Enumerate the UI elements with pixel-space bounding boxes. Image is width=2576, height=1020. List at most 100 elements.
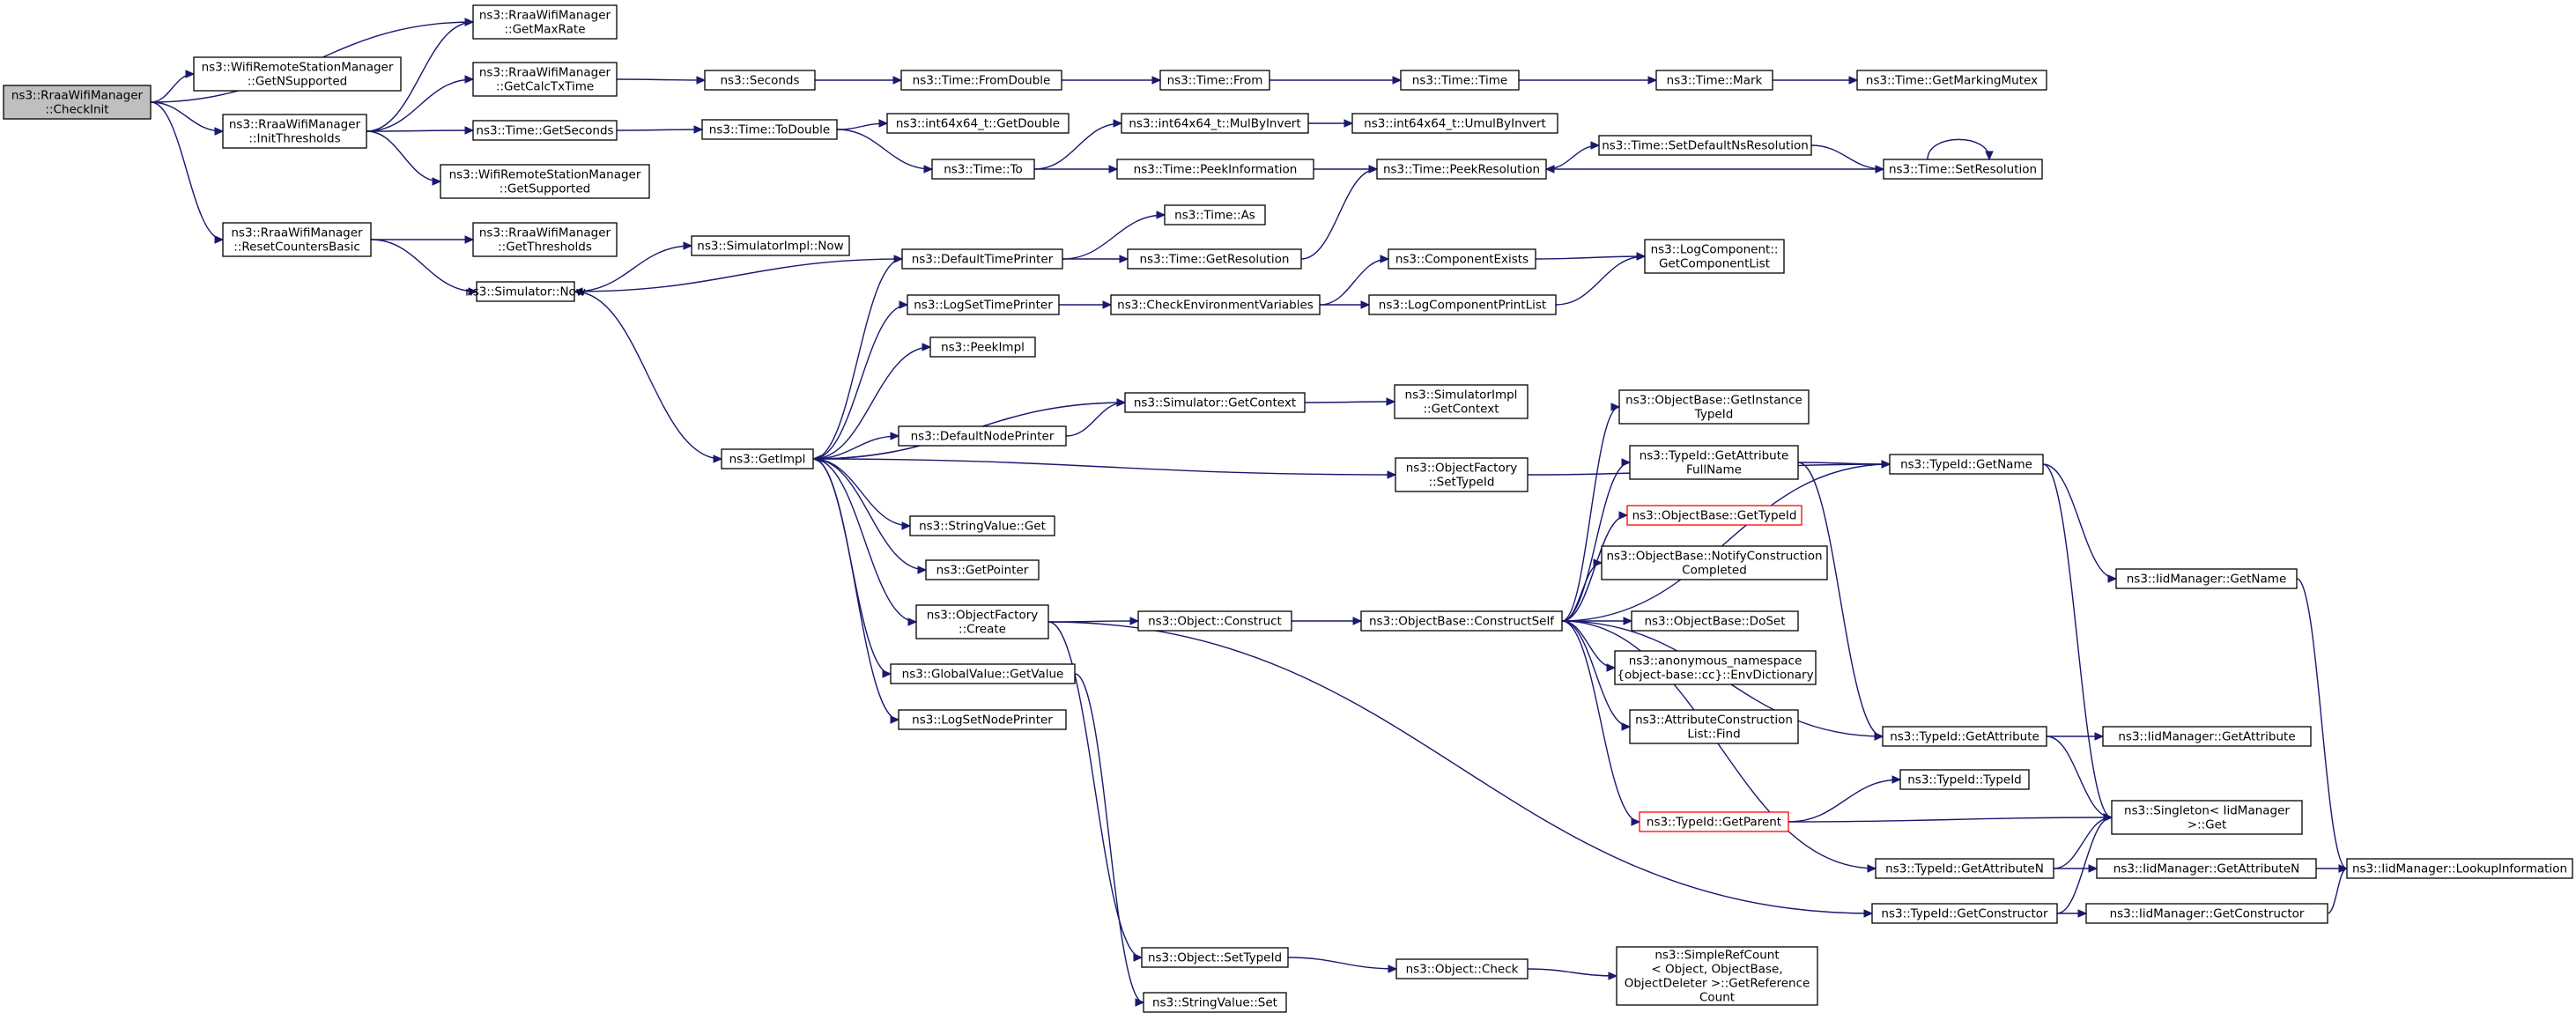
node-doset[interactable]: ns3::ObjectBase::DoSet — [1631, 610, 1799, 632]
node-defaultnodeprinter[interactable]: ns3::DefaultNodePrinter — [898, 425, 1067, 447]
node-notifyconstruction[interactable]: ns3::ObjectBase::NotifyConstructionCompl… — [1601, 545, 1828, 580]
node-getcomponentlist[interactable]: ns3::LogComponent::GetComponentList — [1644, 239, 1785, 274]
node-typeidgetattributen[interactable]: ns3::TypeId::GetAttributeN — [1875, 858, 2054, 879]
node-typeidgetconstructor[interactable]: ns3::TypeId::GetConstructor — [1871, 903, 2058, 924]
node-getsupported[interactable]: ns3::WifiRemoteStationManager::GetSuppor… — [440, 164, 650, 199]
node-box — [2102, 726, 2312, 747]
node-peekinformation[interactable]: ns3::Time::PeekInformation — [1116, 159, 1314, 180]
node-getpointer[interactable]: ns3::GetPointer — [925, 559, 1040, 580]
node-getimpl[interactable]: ns3::GetImpl — [721, 448, 814, 469]
node-objbasegettypeid[interactable]: ns3::ObjectBase::GetTypeId — [1626, 505, 1802, 526]
node-timefrom[interactable]: ns3::Time::From — [1159, 70, 1270, 91]
node-logcomponentprintlist[interactable]: ns3::LogComponentPrintList — [1368, 294, 1557, 315]
node-getmarkingmutex[interactable]: ns3::Time::GetMarkingMutex — [1856, 70, 2047, 91]
edge-objectcheck-simplerefcount — [1527, 968, 1618, 980]
node-setresolution[interactable]: ns3::Time::SetResolution — [1883, 159, 2043, 180]
node-timetime[interactable]: ns3::Time::Time — [1400, 70, 1520, 91]
node-timemark[interactable]: ns3::Time::Mark — [1655, 70, 1773, 91]
node-simimplnow[interactable]: ns3::SimulatorImpl::Now — [691, 235, 850, 256]
node-stringvalueget[interactable]: ns3::StringValue::Get — [909, 515, 1055, 536]
node-objfactorycreate[interactable]: ns3::ObjectFactory::Create — [915, 604, 1049, 639]
edge-checkinit-resetcounters — [150, 101, 225, 244]
node-label: ns3::ObjectFactory — [927, 609, 1039, 623]
edge-arrowhead — [1647, 76, 1658, 85]
edge-arrowhead — [811, 455, 822, 463]
node-todouble[interactable]: ns3::Time::ToDouble — [701, 119, 838, 140]
node-iidgetname[interactable]: ns3::IidManager::GetName — [2115, 568, 2298, 589]
node-objectconstruct[interactable]: ns3::Object::Construct — [1137, 610, 1292, 632]
node-box — [472, 222, 618, 257]
edge-arrowhead — [917, 565, 928, 574]
node-logsettimeprinter[interactable]: ns3::LogSetTimePrinter — [907, 294, 1060, 315]
node-objectcheck[interactable]: ns3::Object::Check — [1395, 958, 1529, 979]
node-typeidtypeid[interactable]: ns3::TypeId::TypeId — [1899, 769, 2030, 790]
node-objfactorysettypeid[interactable]: ns3::ObjectFactory::SetTypeId — [1395, 457, 1529, 492]
node-typeidgetparent[interactable]: ns3::TypeId::GetParent — [1639, 811, 1789, 832]
node-stringvalueset[interactable]: ns3::StringValue::Set — [1143, 992, 1287, 1013]
node-iidlookupinformation[interactable]: ns3::IidManager::LookupInformation — [2346, 858, 2573, 879]
node-defaulttimeprinter[interactable]: ns3::DefaultTimePrinter — [901, 248, 1063, 270]
edge-line — [150, 101, 224, 132]
node-peekresolution[interactable]: ns3::Time::PeekResolution — [1376, 159, 1547, 180]
node-timeas[interactable]: ns3::Time::As — [1164, 204, 1266, 225]
edge-line — [1555, 255, 1646, 306]
node-setdefaultnsres[interactable]: ns3::Time::SetDefaultNsResolution — [1598, 135, 1812, 156]
node-initthresholds[interactable]: ns3::RraaWifiManager::InitThresholds — [222, 114, 367, 149]
node-int64getdouble[interactable]: ns3::int64x64_t::GetDouble — [886, 113, 1070, 134]
node-layer: ns3::RraaWifiManager::CheckInitns3::Rraa… — [3, 4, 2573, 1013]
node-iidgetattribute[interactable]: ns3::IidManager::GetAttribute — [2102, 726, 2312, 747]
node-envdictionary[interactable]: ns3::anonymous_namespace{object-base::cc… — [1614, 650, 1817, 685]
node-resetcounters[interactable]: ns3::RraaWifiManager::ResetCountersBasic — [222, 222, 372, 257]
node-box — [1395, 958, 1529, 979]
node-umulbyinvert[interactable]: ns3::int64x64_t::UmulByInvert — [1351, 113, 1558, 134]
node-singletonget[interactable]: ns3::Singleton< IidManager>::Get — [2111, 800, 2303, 835]
node-box — [1875, 858, 2054, 879]
node-timegetresolution[interactable]: ns3::Time::GetResolution — [1127, 248, 1302, 270]
edge-getimpl-objfactorysettypeid — [812, 458, 1397, 479]
node-iidgetconstructor[interactable]: ns3::IidManager::GetConstructor — [2085, 903, 2328, 924]
node-box — [2115, 568, 2298, 589]
node-getthresholds[interactable]: ns3::RraaWifiManager::GetThresholds — [472, 222, 618, 257]
node-constructself[interactable]: ns3::ObjectBase::ConstructSelf — [1360, 610, 1563, 632]
node-label: ns3::Object::SetTypeId — [1148, 951, 1282, 965]
node-componentexists[interactable]: ns3::ComponentExists — [1388, 248, 1536, 270]
node-getseconds[interactable]: ns3::Time::GetSeconds — [472, 120, 618, 141]
node-globalvaluegetvalue[interactable]: ns3::GlobalValue::GetValue — [890, 663, 1076, 684]
node-typeidgetname[interactable]: ns3::TypeId::GetName — [1889, 454, 2044, 475]
node-checkinit[interactable]: ns3::RraaWifiManager::CheckInit — [3, 85, 152, 120]
node-simplerefcount[interactable]: ns3::SimpleRefCount< Object, ObjectBase,… — [1616, 946, 1818, 1006]
node-fromdouble[interactable]: ns3::Time::FromDouble — [900, 70, 1062, 91]
node-peekimpl[interactable]: ns3::PeekImpl — [929, 336, 1036, 358]
edge-arrowhead — [696, 76, 707, 85]
node-checkenvvars[interactable]: ns3::CheckEnvironmentVariables — [1110, 294, 1321, 315]
node-label: ns3::AttributeConstruction — [1635, 713, 1793, 728]
node-mulbyinvert[interactable]: ns3::int64x64_t::MulByInvert — [1121, 113, 1309, 134]
node-label: ns3::Time::SetResolution — [1889, 163, 2037, 177]
node-objectsettypeid[interactable]: ns3::Object::SetTypeId — [1141, 947, 1289, 968]
node-typeidgetattribute[interactable]: ns3::TypeId::GetAttribute — [1882, 726, 2047, 747]
edge-line — [1561, 406, 1620, 622]
node-getmaxrate[interactable]: ns3::RraaWifiManager::GetMaxRate — [472, 4, 618, 40]
edge-iidgetname-iidlookupinformation — [2296, 578, 2349, 873]
node-box — [2111, 800, 2303, 835]
node-iidgetattributen[interactable]: ns3::IidManager::GetAttributeN — [2096, 858, 2317, 879]
node-logsetnodeprinter[interactable]: ns3::LogSetNodePrinter — [898, 709, 1067, 730]
node-getcalctxtime[interactable]: ns3::RraaWifiManager::GetCalcTxTime — [472, 62, 618, 97]
node-getnsupported[interactable]: ns3::WifiRemoteStationManager::GetNSuppo… — [193, 56, 402, 92]
node-simimplgetcontext[interactable]: ns3::SimulatorImpl::GetContext — [1394, 384, 1529, 419]
node-simgetcontext[interactable]: ns3::Simulator::GetContext — [1124, 392, 1306, 413]
edge-line — [1527, 968, 1617, 977]
node-seconds[interactable]: ns3::Seconds — [704, 70, 816, 91]
node-label: ns3::DefaultTimePrinter — [912, 253, 1054, 267]
edge-arrowhead — [1621, 722, 1632, 731]
edge-line — [812, 258, 903, 460]
node-timeto[interactable]: ns3::Time::To — [931, 159, 1035, 180]
edge-arrowhead — [893, 255, 904, 263]
edge-defaulttimeprinter-timegetresolution — [1062, 255, 1129, 263]
edge-line — [1561, 620, 1631, 728]
node-label: ::GetContext — [1423, 403, 1499, 417]
node-simnow[interactable]: ns3::Simulator::Now — [465, 281, 586, 302]
